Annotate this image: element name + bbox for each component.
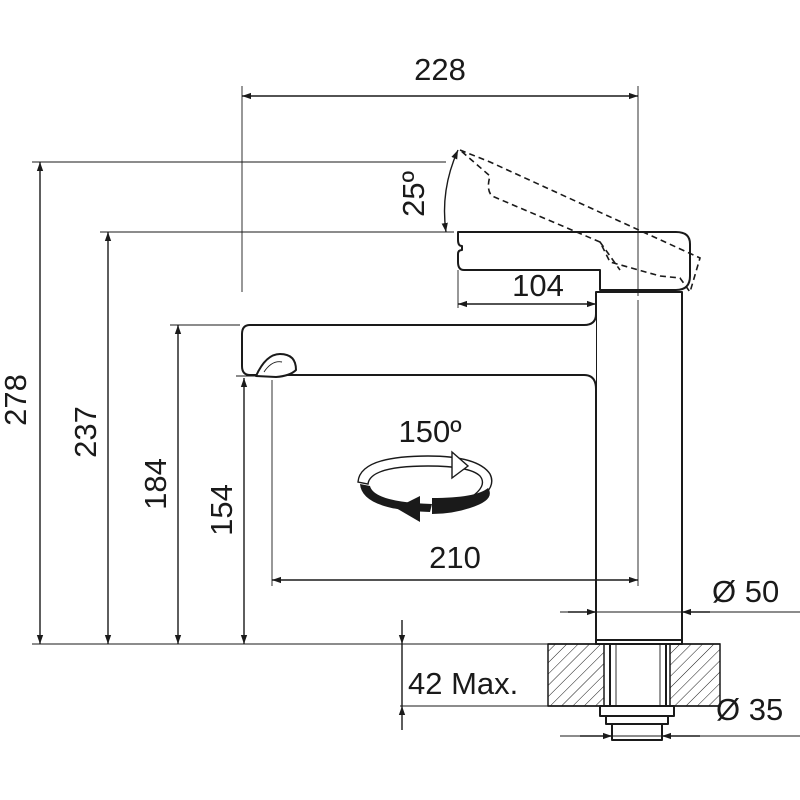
label-diameter-50: Ø 50 [712, 574, 779, 609]
label-150-degrees: 150º [398, 414, 461, 449]
label-228: 228 [414, 52, 466, 87]
label-154: 154 [204, 484, 239, 536]
label-104: 104 [512, 268, 564, 303]
mounting-shank [595, 637, 683, 741]
label-diameter-35: Ø 35 [716, 692, 783, 727]
handle [457, 231, 691, 291]
label-184: 184 [138, 458, 173, 510]
label-25-degrees: 25º [396, 171, 431, 217]
faucet-body [595, 291, 683, 641]
label-210: 210 [429, 540, 481, 575]
label-278: 278 [0, 374, 33, 426]
spout [241, 304, 597, 640]
label-42-max: 42 Max. [408, 666, 518, 701]
tilt-angle-arc [441, 149, 459, 233]
label-237: 237 [68, 406, 103, 458]
handle-tilted-outline [459, 149, 701, 294]
rotation-icon [357, 450, 493, 522]
